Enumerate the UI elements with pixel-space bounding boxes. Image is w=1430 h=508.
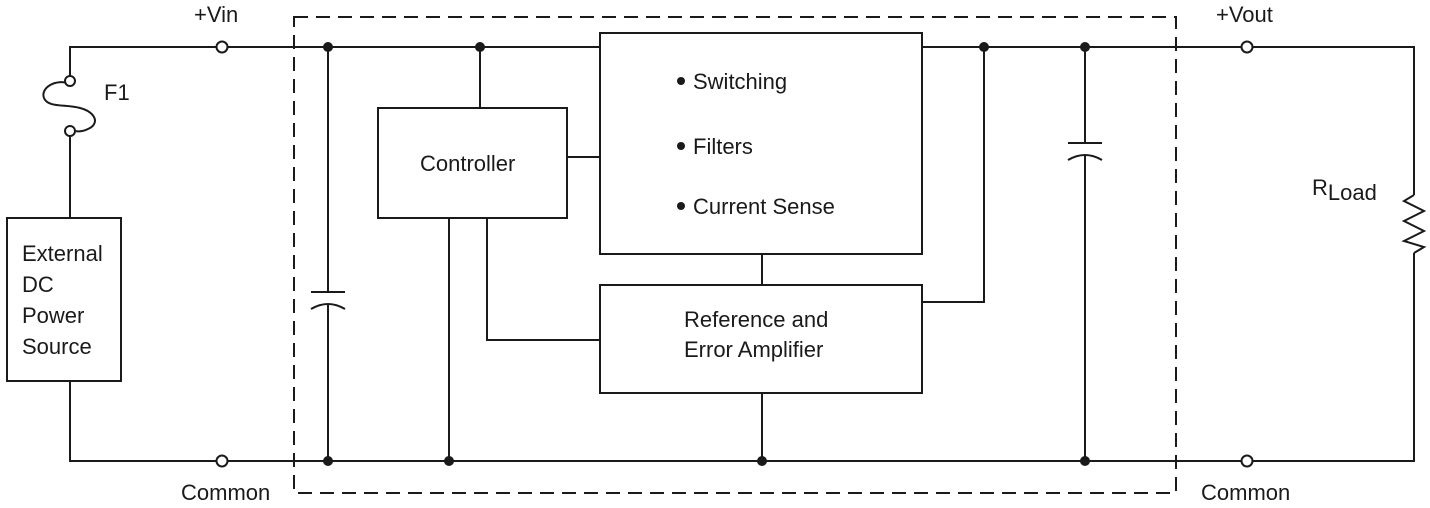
- input-positive-wire: [69, 46, 216, 77]
- vin-label: +Vin: [194, 2, 238, 27]
- common-in-label: Common: [181, 480, 270, 505]
- junction-dot: [757, 456, 767, 466]
- load-bottom-wire: [1253, 253, 1415, 462]
- controller-to-reference-wire: [486, 218, 600, 341]
- fuse-label: F1: [104, 80, 130, 105]
- power-source-box: [6, 217, 122, 382]
- bullet-current-sense: Current Sense: [693, 194, 835, 219]
- junction-dot: [323, 456, 333, 466]
- junction-dot: [979, 42, 989, 52]
- power-source-label: External DC Power Source: [22, 241, 109, 359]
- converter-boundary: [293, 16, 1177, 494]
- output-sense-wire: [922, 47, 985, 303]
- bullet-switching: Switching: [693, 69, 787, 94]
- reference-amplifier-box: [599, 284, 923, 394]
- fuse-terminal-bottom: [64, 125, 76, 137]
- common-out-terminal: [1240, 454, 1254, 468]
- output-cap-plate-bottom: [1067, 154, 1103, 161]
- bullet-filters: Filters: [693, 134, 753, 159]
- vout-terminal: [1240, 40, 1254, 54]
- fuse-terminal-top: [64, 75, 76, 87]
- source-return-wire: [69, 381, 216, 462]
- common-in-terminal: [215, 454, 229, 468]
- reference-amplifier-label: Reference and Error Amplifier: [684, 307, 834, 362]
- junction-dot: [323, 42, 333, 52]
- load-resistor: [1401, 194, 1427, 254]
- junction-dot: [444, 456, 454, 466]
- junction-dot: [475, 42, 485, 52]
- bullet-dot: [677, 77, 685, 85]
- fuse-f1: [42, 81, 96, 133]
- load-top-wire: [1253, 46, 1415, 195]
- vout-label: +Vout: [1216, 2, 1273, 27]
- controller-box: [377, 107, 568, 219]
- bullet-dot: [677, 142, 685, 150]
- junction-dot: [1080, 42, 1090, 52]
- junction-dot: [1080, 456, 1090, 466]
- rload-label: RLoad: [1312, 175, 1377, 205]
- input-cap-plate-bottom: [310, 303, 346, 310]
- vin-terminal: [215, 40, 229, 54]
- bullet-dot: [677, 202, 685, 210]
- common-out-label: Common: [1201, 480, 1290, 505]
- controller-label: Controller: [420, 151, 515, 176]
- switching-block: [599, 32, 923, 255]
